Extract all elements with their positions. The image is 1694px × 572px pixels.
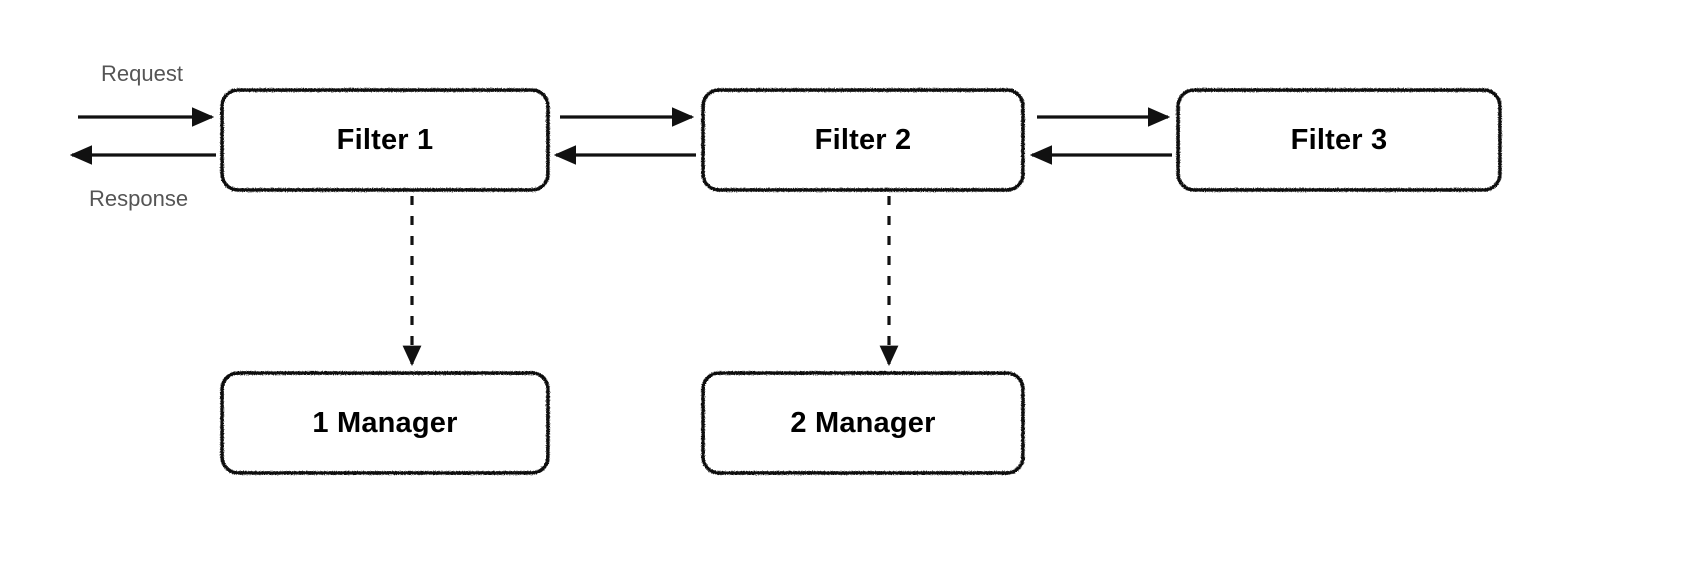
node-filter1-label: Filter 1 bbox=[336, 123, 434, 156]
node-shape-filter1[interactable] bbox=[220, 88, 550, 192]
node-filter3[interactable]: Filter 3 bbox=[1178, 90, 1500, 190]
node-filter3-label: Filter 3 bbox=[1290, 123, 1388, 156]
node-manager1[interactable]: 1 Manager bbox=[222, 373, 548, 473]
node-shape-filter3[interactable] bbox=[1176, 88, 1502, 192]
request-label: Request bbox=[101, 61, 183, 86]
node-shape-manager1[interactable] bbox=[220, 371, 550, 475]
node-shape-manager2[interactable] bbox=[701, 371, 1025, 475]
node-filter2[interactable]: Filter 2 bbox=[703, 90, 1023, 190]
node-manager2[interactable]: 2 Manager bbox=[703, 373, 1023, 473]
node-manager2-label: 2 Manager bbox=[790, 406, 936, 439]
node-filter2-label: Filter 2 bbox=[814, 123, 912, 156]
node-filter1[interactable]: Filter 1 bbox=[222, 90, 548, 190]
response-label: Response bbox=[89, 186, 189, 211]
node-manager1-label: 1 Manager bbox=[312, 406, 458, 439]
node-shape-filter2[interactable] bbox=[701, 88, 1025, 192]
